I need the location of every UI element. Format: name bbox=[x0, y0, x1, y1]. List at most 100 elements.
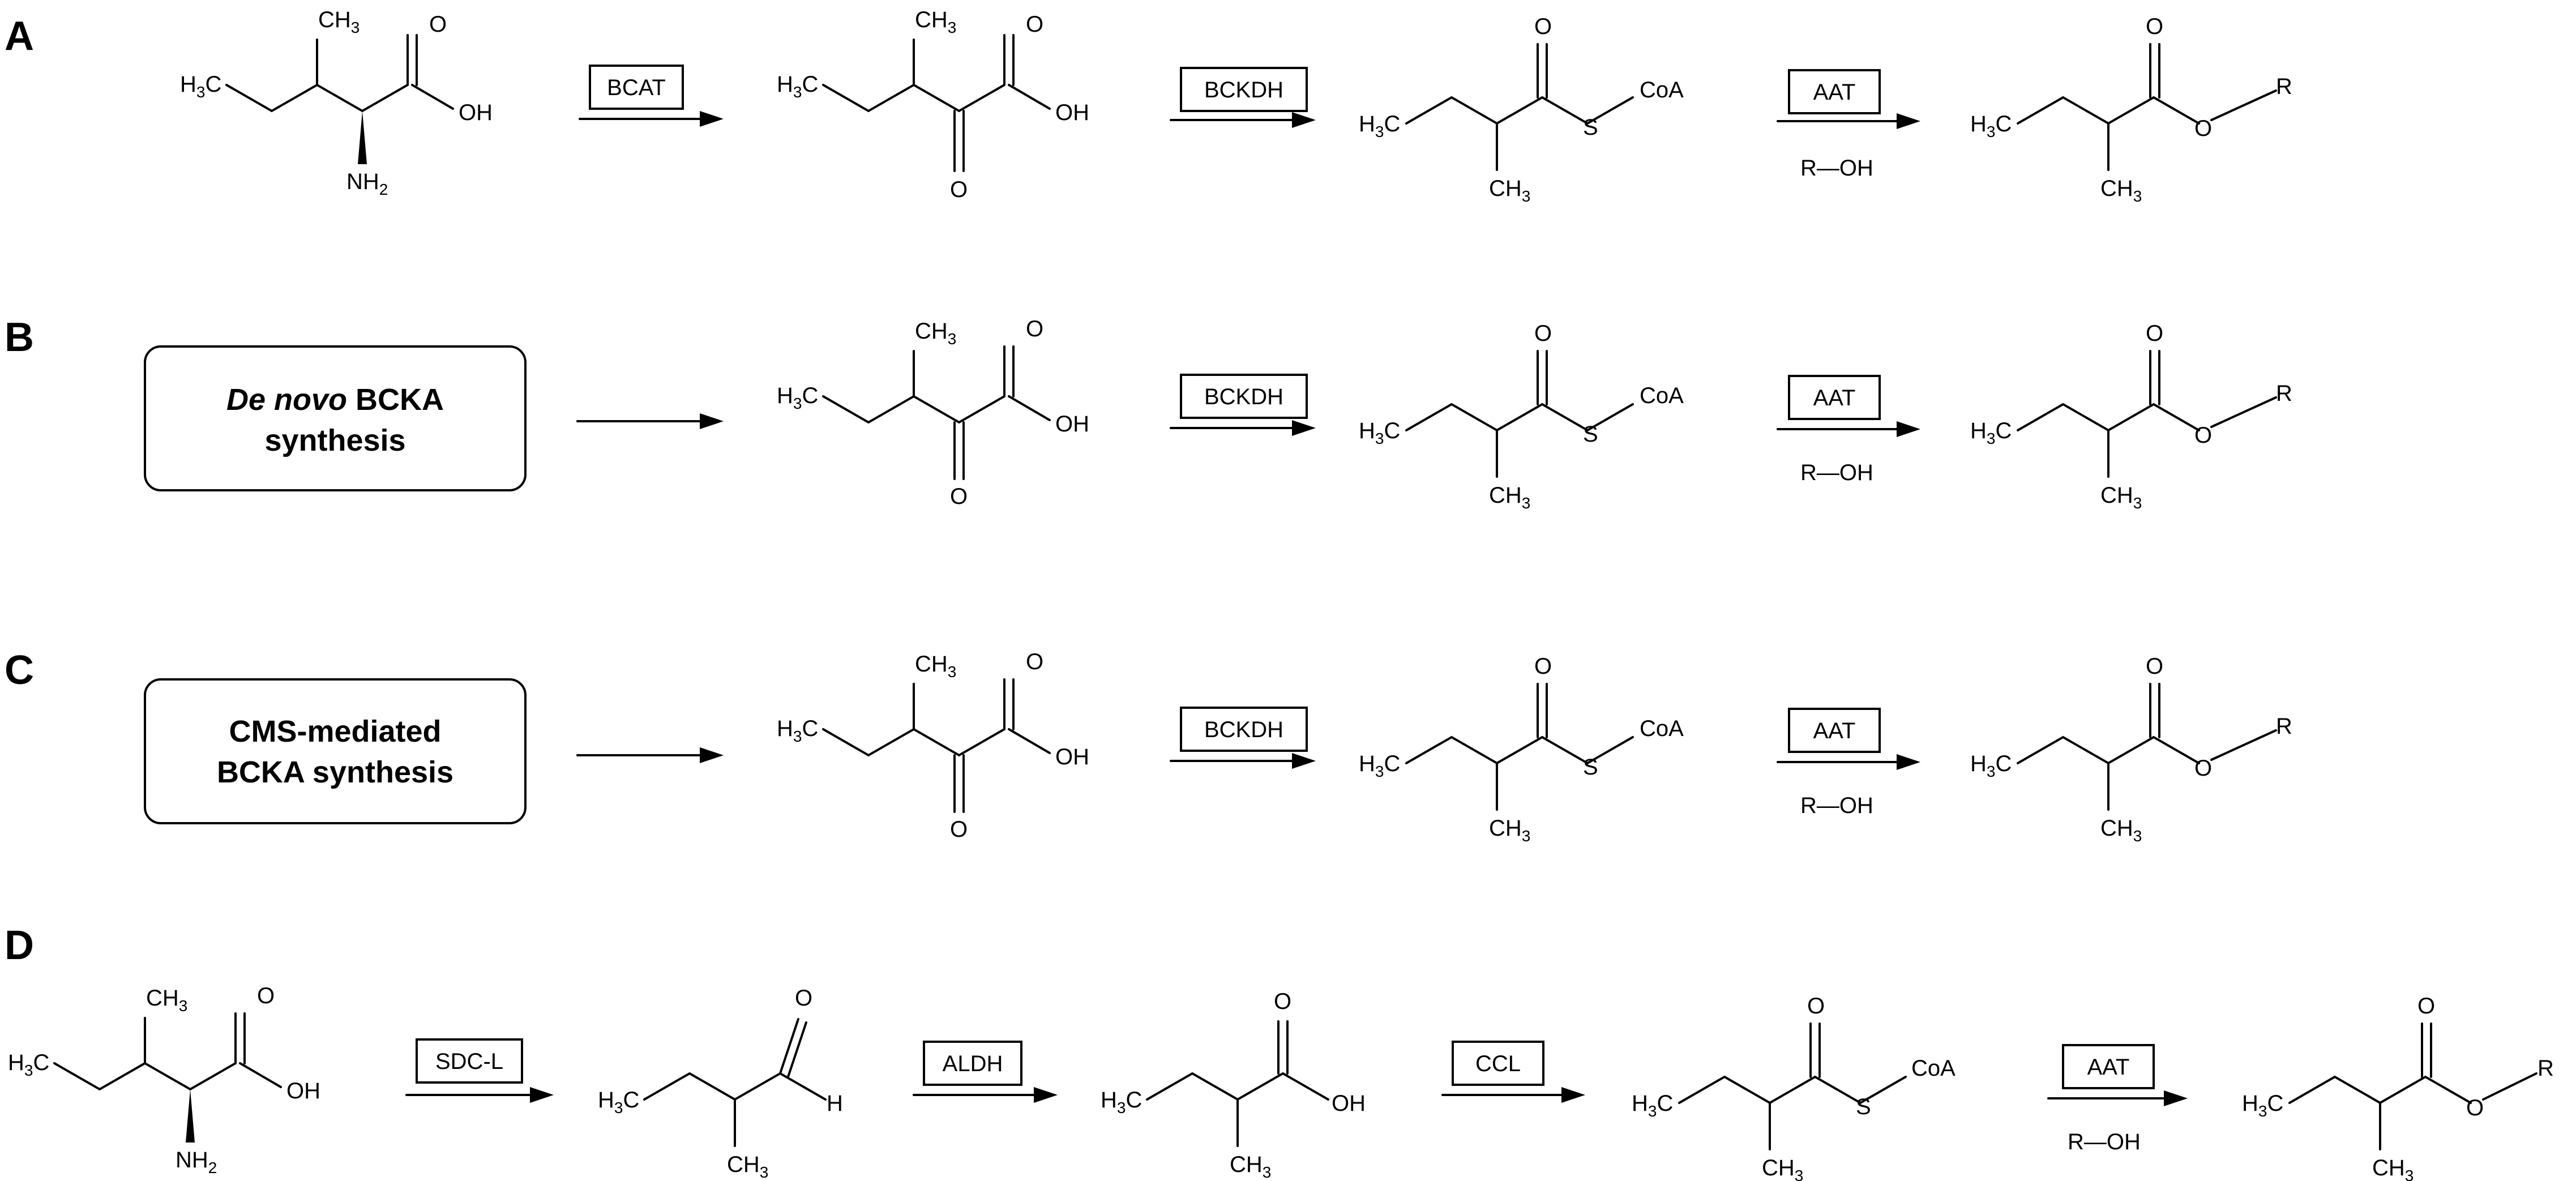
svg-text:R: R bbox=[2276, 74, 2292, 99]
svg-text:CH3: CH3 bbox=[318, 7, 360, 36]
svg-text:CoA: CoA bbox=[1640, 716, 1684, 741]
acyl-coa-structure-a: H3C CH3 O S S CoA bbox=[1359, 14, 1684, 205]
reaction-arrow-a3: AAT R—OH bbox=[1777, 69, 1920, 181]
cofactor-label-a: R—OH bbox=[1800, 156, 1873, 181]
acyl-coa-structure-b: H3C CH3 O S CoA bbox=[1359, 321, 1684, 512]
wedge-bond bbox=[358, 111, 367, 164]
svg-text:OH: OH bbox=[286, 1079, 320, 1103]
panel-label-c: C bbox=[5, 648, 34, 693]
panel-label-a: A bbox=[5, 14, 34, 59]
reaction-arrow-a2: BCKDH bbox=[1170, 67, 1316, 128]
svg-text:CH3: CH3 bbox=[2100, 483, 2142, 512]
keto-acid-structure-b: H3C CH3 O OH O bbox=[777, 316, 1089, 509]
panel-label-d: D bbox=[5, 923, 34, 968]
svg-text:O: O bbox=[2466, 1096, 2484, 1120]
svg-text:S: S bbox=[1856, 1094, 1871, 1119]
svg-text:OH: OH bbox=[1055, 412, 1089, 437]
acyl-coa-structure-c: H3C CH3 O S CoA bbox=[1359, 654, 1684, 845]
svg-text:BCKA synthesis: BCKA synthesis bbox=[217, 755, 453, 789]
svg-text:CH3: CH3 bbox=[1762, 1156, 1803, 1181]
svg-text:O: O bbox=[2146, 321, 2163, 346]
svg-text:O: O bbox=[1026, 316, 1043, 341]
enzyme-label-aat-b: AAT bbox=[1813, 386, 1856, 410]
svg-text:O: O bbox=[1534, 654, 1552, 679]
reaction-arrow-b1: BCKDH bbox=[1170, 374, 1316, 436]
svg-text:H3C: H3C bbox=[1970, 112, 2012, 140]
svg-text:H3C: H3C bbox=[777, 72, 818, 101]
enzyme-label-ccl: CCL bbox=[1475, 1051, 1521, 1076]
enzyme-label-aat-d: AAT bbox=[2087, 1055, 2130, 1080]
enzyme-label-bckdh-b: BCKDH bbox=[1204, 384, 1283, 409]
svg-text:O: O bbox=[1026, 649, 1043, 674]
svg-text:O: O bbox=[2146, 654, 2163, 679]
reaction-arrow-b0 bbox=[576, 413, 724, 429]
svg-text:S: S bbox=[1583, 755, 1598, 780]
enzyme-label-aat-c: AAT bbox=[1813, 718, 1856, 743]
isoleucine-structure-d: H3C CH3 O OH NH2 bbox=[8, 983, 320, 1176]
svg-text:De novo BCKA: De novo BCKA bbox=[226, 383, 444, 417]
ester-structure-d: H3C CH3 O O R bbox=[2242, 994, 2554, 1181]
cms-mediated-bcka-synthesis-box: CMS-mediated BCKA synthesis bbox=[144, 678, 527, 824]
svg-text:O: O bbox=[1807, 994, 1825, 1019]
svg-text:CH3: CH3 bbox=[915, 652, 956, 681]
svg-text:H3C: H3C bbox=[1359, 418, 1400, 447]
svg-text:O: O bbox=[1534, 321, 1552, 346]
reaction-arrow-c2: AAT R—OH bbox=[1777, 708, 1920, 818]
acyl-coa-structure-d: H3C CH3 O S CoA bbox=[1632, 994, 1955, 1181]
carboxylic-acid-structure: H3C CH3 O OH bbox=[1101, 989, 1366, 1181]
de-novo-bcka-synthesis-box: De novo BCKA synthesis bbox=[144, 345, 527, 491]
reaction-arrow-c1: BCKDH bbox=[1170, 707, 1316, 769]
enzyme-label-sdc-l: SDC-L bbox=[435, 1049, 503, 1074]
svg-text:H: H bbox=[827, 1091, 843, 1116]
svg-text:R: R bbox=[2276, 381, 2292, 406]
panel-label-b: B bbox=[5, 315, 34, 360]
svg-text:OH: OH bbox=[459, 100, 493, 125]
svg-text:O: O bbox=[2417, 994, 2435, 1019]
svg-text:H3C: H3C bbox=[1359, 112, 1400, 140]
reaction-arrow-d4: AAT R—OH bbox=[2047, 1044, 2188, 1154]
svg-text:H3C: H3C bbox=[2242, 1091, 2283, 1120]
svg-text:CH3: CH3 bbox=[1230, 1152, 1271, 1181]
cofactor-label-b: R—OH bbox=[1800, 460, 1873, 485]
reaction-arrow-a1: BCAT bbox=[579, 65, 724, 127]
svg-text:H3C: H3C bbox=[598, 1088, 639, 1116]
svg-text:O: O bbox=[795, 986, 812, 1011]
svg-text:O: O bbox=[257, 983, 275, 1008]
svg-text:H3C: H3C bbox=[777, 716, 818, 745]
svg-text:O: O bbox=[2194, 423, 2212, 448]
svg-text:CH3: CH3 bbox=[1489, 816, 1530, 845]
svg-text:O: O bbox=[950, 817, 968, 842]
reaction-arrow-d1: SDC-L bbox=[405, 1038, 554, 1103]
svg-text:CoA: CoA bbox=[1640, 78, 1684, 102]
svg-text:O: O bbox=[950, 484, 968, 509]
svg-text:H3C: H3C bbox=[1970, 751, 2012, 780]
svg-text:O: O bbox=[2194, 756, 2212, 781]
enzyme-label-bcat: BCAT bbox=[607, 75, 666, 100]
svg-text:CH3: CH3 bbox=[2100, 816, 2142, 845]
svg-text:CH3: CH3 bbox=[915, 319, 956, 348]
wedge-bond-d bbox=[186, 1089, 195, 1143]
svg-text:NH2: NH2 bbox=[346, 169, 388, 198]
enzyme-label-bckdh-c: BCKDH bbox=[1204, 717, 1283, 742]
svg-text:CH3: CH3 bbox=[915, 7, 956, 36]
enzyme-label-aat-a: AAT bbox=[1813, 80, 1856, 105]
svg-text:O: O bbox=[1274, 989, 1291, 1014]
svg-text:S: S bbox=[1583, 422, 1598, 447]
svg-text:O: O bbox=[2194, 116, 2212, 141]
reaction-arrow-c0 bbox=[576, 747, 724, 763]
svg-text:H3C: H3C bbox=[777, 383, 818, 412]
ester-structure-a: H3C CH3 O O R bbox=[1970, 14, 2292, 205]
svg-text:CH3: CH3 bbox=[2100, 176, 2142, 205]
svg-text:CH3: CH3 bbox=[146, 986, 187, 1015]
svg-text:R: R bbox=[2538, 1056, 2554, 1081]
svg-text:H3C: H3C bbox=[1970, 418, 2012, 447]
svg-text:O: O bbox=[950, 177, 968, 202]
svg-text:H3C: H3C bbox=[180, 72, 221, 101]
enzyme-label-bckdh-a: BCKDH bbox=[1204, 78, 1283, 102]
svg-text:O: O bbox=[2146, 14, 2163, 39]
cofactor-label-c: R—OH bbox=[1800, 793, 1873, 818]
reaction-arrow-b2: AAT R—OH bbox=[1777, 375, 1920, 485]
svg-text:OH: OH bbox=[1055, 100, 1089, 125]
svg-text:H3C: H3C bbox=[1632, 1091, 1673, 1120]
